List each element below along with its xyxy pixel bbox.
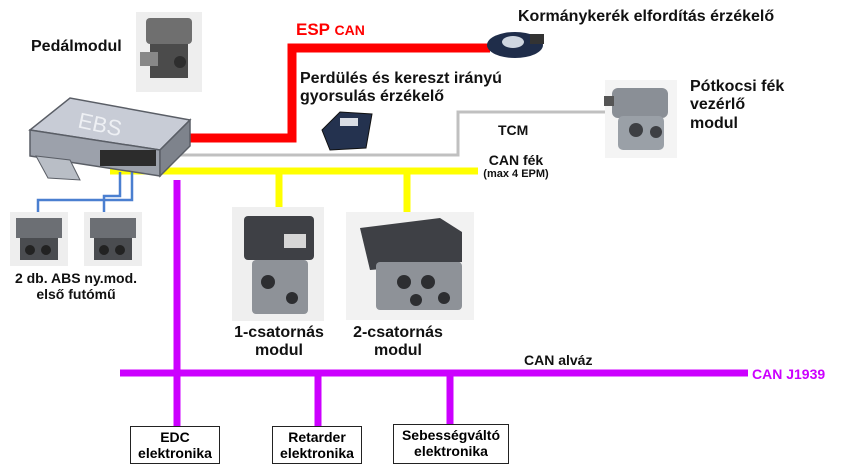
two-channel-label-line1: 2-csatornás (353, 324, 443, 341)
trailer-control-label-line2: vezérlő (690, 96, 746, 114)
one-channel-label-line2: modul (255, 342, 303, 360)
esp-can-label-main: ESP (296, 20, 331, 39)
steering-sensor-image (487, 32, 544, 58)
yaw-sensor-image (321, 111, 373, 151)
esp-can-line (178, 43, 490, 143)
two-channel-label-line2: modul (374, 342, 422, 360)
trailer-control-label: Pótkocsi fék vezérlő modul (690, 78, 784, 133)
abs-wire-1 (36, 172, 134, 213)
yaw-sensor-label: Perdülés és kereszt irányú gyorsulás érz… (300, 70, 502, 107)
one-channel-label: 1-csatornás modul (214, 324, 344, 361)
retarder-box-line2: elektronika (280, 445, 354, 462)
edc-box-line2: elektronika (138, 445, 212, 462)
one-channel-module-image (232, 207, 324, 321)
gearbox-electronics-box: Sebességváltó elektronika (393, 424, 509, 464)
edc-box-line1: EDC (160, 429, 190, 445)
ebs-unit-image (28, 97, 192, 181)
esp-can-label-suffix: CAN (334, 22, 365, 38)
trailer-control-label-line3: modul (690, 114, 738, 132)
one-channel-label-line1: 1-csatornás (234, 324, 324, 341)
retarder-electronics-box: Retarder elektronika (272, 426, 362, 464)
two-channel-label: 2-csatornás modul (330, 324, 466, 361)
esp-can-label: ESP CAN (296, 20, 365, 40)
retarder-box-line1: Retarder (288, 429, 346, 445)
can-j1939-label: CAN J1939 (752, 366, 826, 382)
abs-label: 2 db. ABS ny.mod. első futómű (2, 270, 150, 302)
gearbox-box-line2: elektronika (414, 443, 488, 460)
edc-electronics-box: EDC elektronika (130, 426, 220, 464)
yaw-sensor-label-line2: gyorsulás érzékelő (300, 88, 445, 106)
tcm-line (175, 110, 610, 157)
two-channel-module-image (346, 212, 474, 320)
abs-modulator-1-image (10, 212, 68, 266)
can-brake-label: CAN fék (max 4 EPM) (468, 152, 564, 181)
abs-label-line1: 2 db. ABS ny.mod. (14, 270, 138, 286)
can-brake-label-main: CAN fék (488, 152, 544, 168)
can-brake-label-note: (max 4 EPM) (483, 168, 549, 181)
trailer-control-image (604, 80, 677, 158)
tcm-label: TCM (498, 122, 529, 138)
gearbox-box-line1: Sebességváltó (401, 427, 501, 443)
yaw-sensor-label-line1: Perdülés és kereszt irányú (300, 70, 502, 87)
pedal-module-label: Pedálmodul (31, 38, 122, 55)
abs-modulator-2-image (84, 212, 142, 266)
trailer-control-label-line1: Pótkocsi fék (690, 78, 785, 95)
abs-wire-2 (102, 172, 122, 213)
abs-label-line2: első futómű (36, 286, 116, 303)
can-chassis-label: CAN alváz (524, 352, 593, 368)
pedal-module-image (136, 12, 202, 92)
steering-sensor-label: Kormánykerék elfordítás érzékelő (518, 8, 775, 25)
